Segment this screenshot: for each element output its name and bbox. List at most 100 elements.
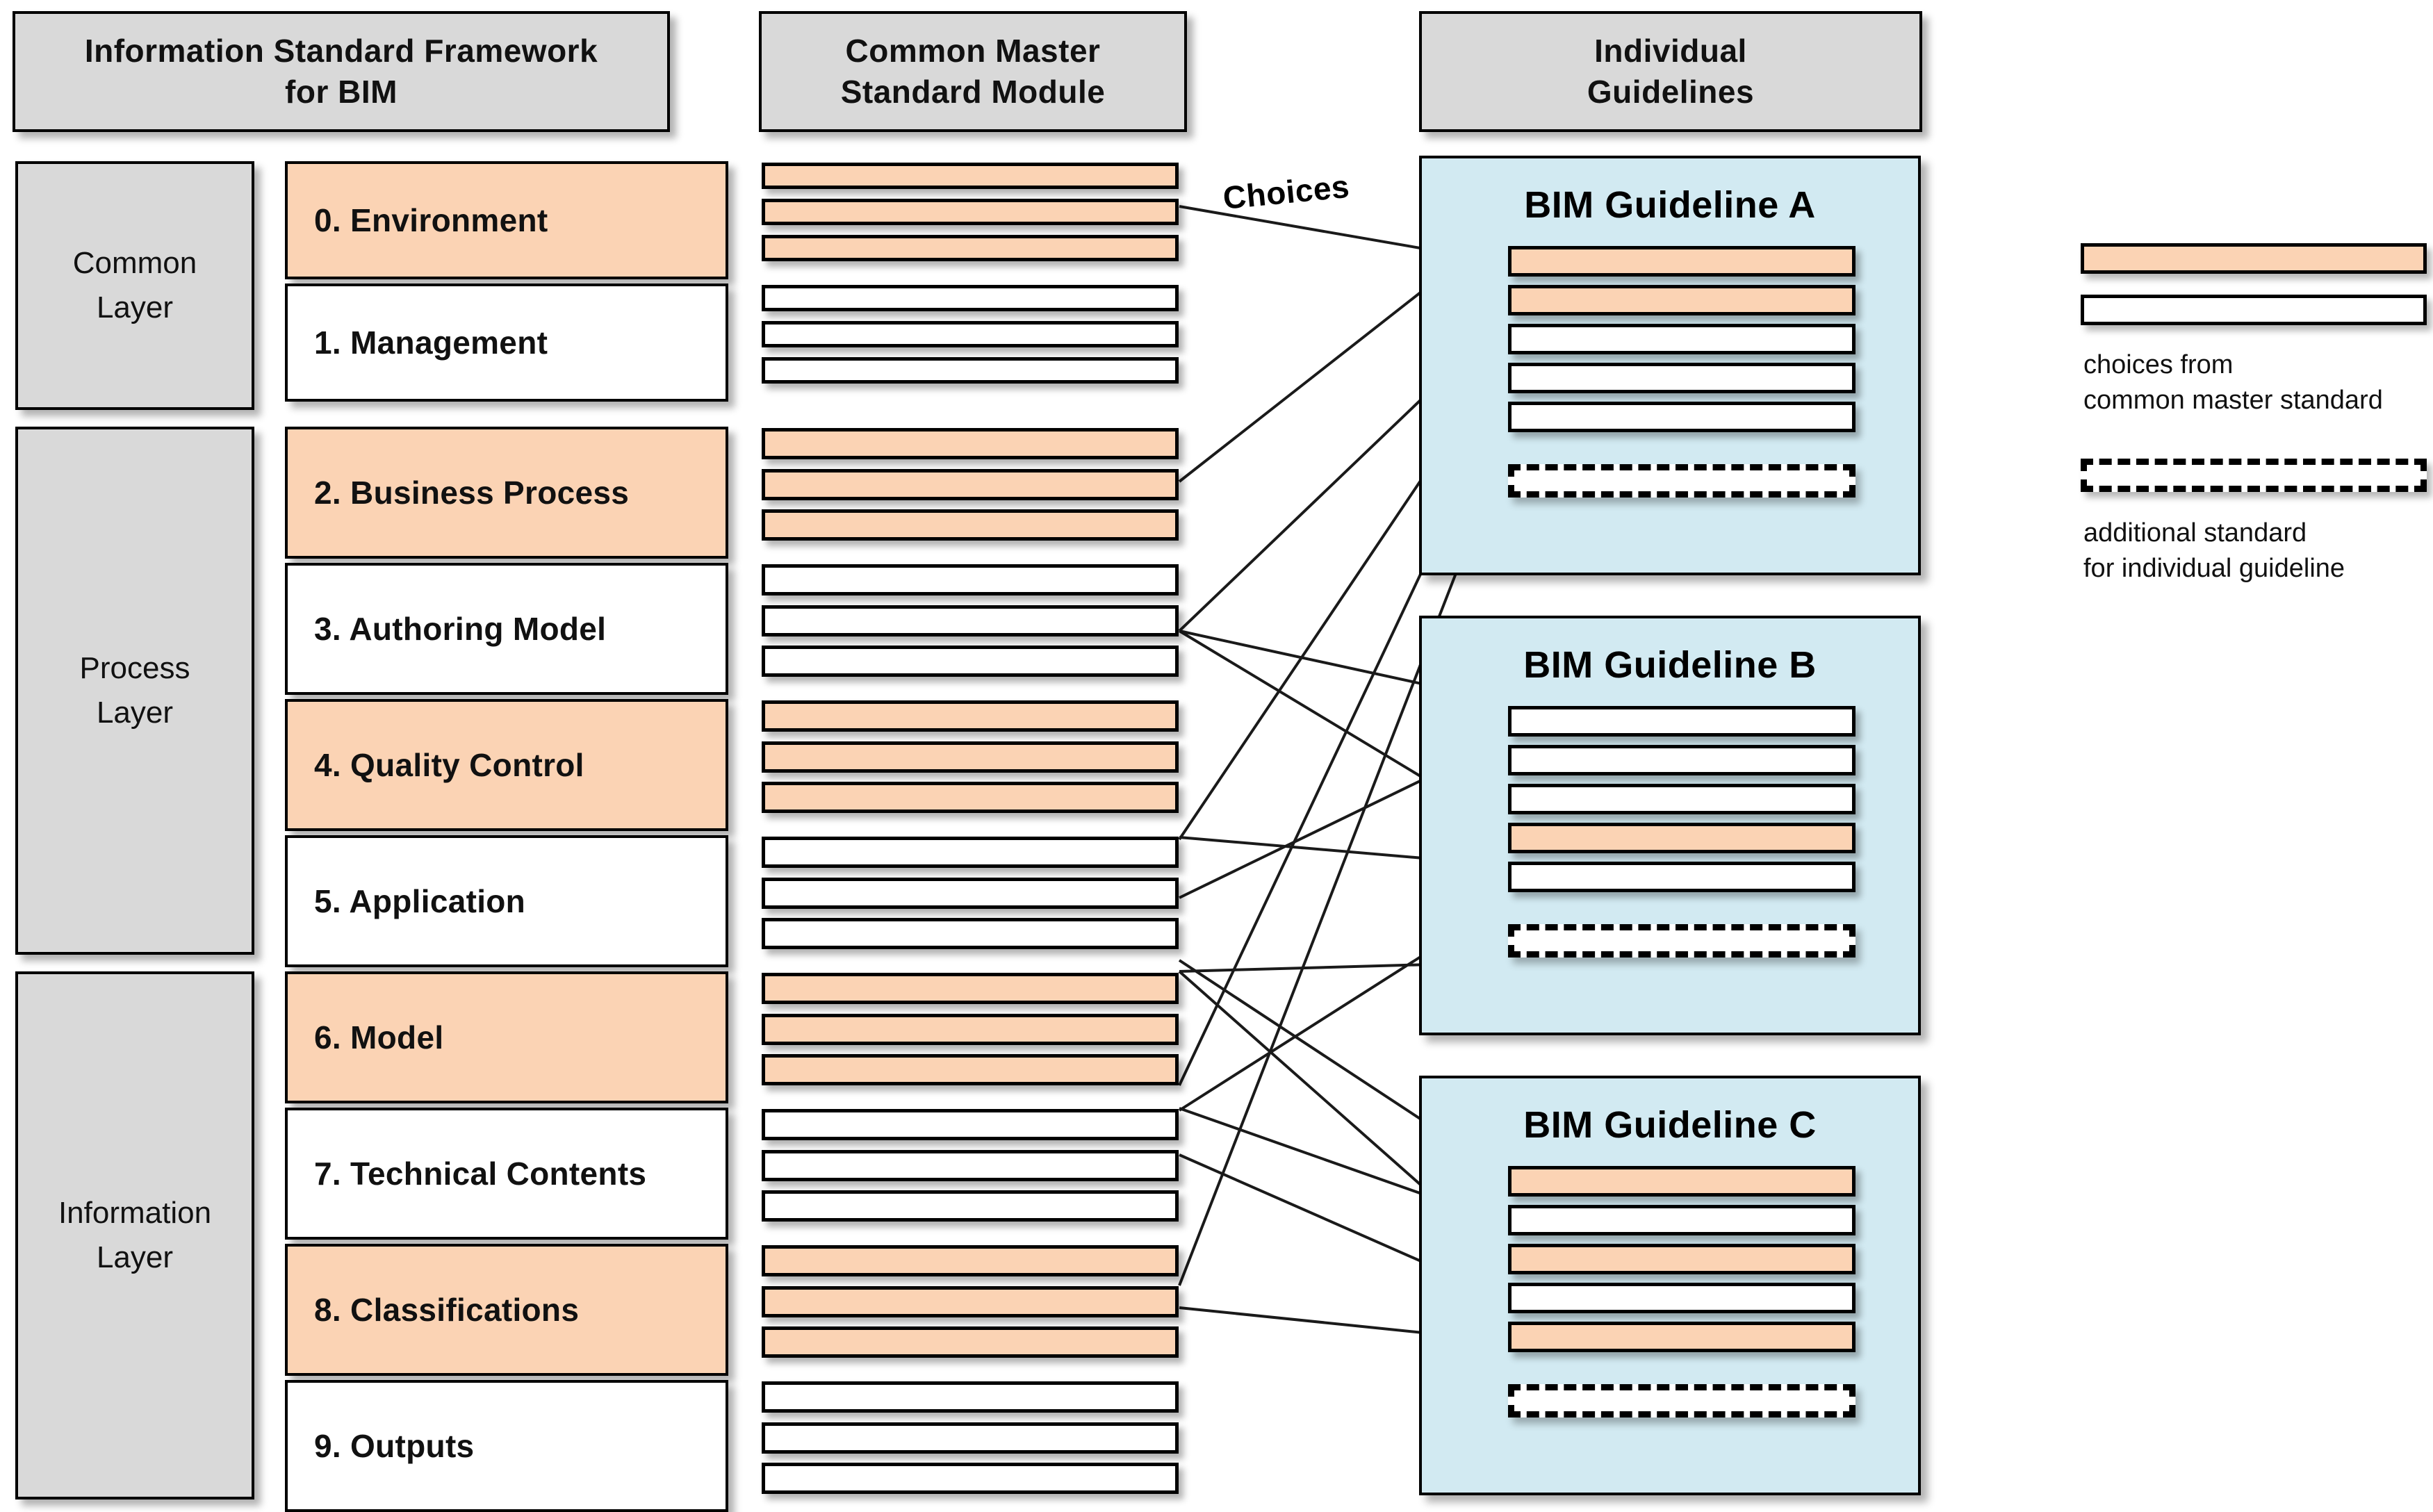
guideline-bar-2[interactable] [1508, 784, 1856, 814]
guideline-panel-2[interactable]: BIM Guideline C [1419, 1076, 1921, 1495]
guideline-bar-4[interactable] [1508, 862, 1856, 892]
layer-common-line2: Layer [96, 290, 174, 324]
header-individual-line1: Individual [1594, 33, 1747, 69]
guideline-additional-bar[interactable] [1508, 464, 1856, 498]
module-box-8[interactable]: 8. Classifications [285, 1244, 728, 1376]
master-standard-bar-17[interactable] [762, 918, 1179, 949]
module-label: 6. Model [314, 1019, 444, 1055]
guideline-bar-2[interactable] [1508, 324, 1856, 354]
guideline-bar-3[interactable] [1508, 1283, 1856, 1313]
master-standard-bar-28[interactable] [762, 1422, 1179, 1454]
guideline-title: BIM Guideline B [1523, 644, 1817, 686]
master-standard-bar-25[interactable] [762, 1286, 1179, 1317]
guideline-bar-0[interactable] [1508, 246, 1856, 277]
layer-process-line1: Process [79, 651, 190, 686]
master-standard-bar-2[interactable] [762, 235, 1179, 261]
master-standard-bar-9[interactable] [762, 564, 1179, 595]
master-standard-bar-20[interactable] [762, 1054, 1179, 1085]
header-individual-guidelines: Individual Guidelines [1419, 11, 1922, 132]
master-standard-bar-18[interactable] [762, 973, 1179, 1004]
guideline-title: BIM Guideline C [1523, 1104, 1817, 1146]
legend-swatch-selected [2081, 243, 2427, 274]
guideline-title: BIM Guideline A [1524, 184, 1816, 226]
module-label: 3. Authoring Model [314, 611, 607, 647]
layer-box-information: Information Layer [15, 971, 254, 1499]
master-standard-bar-26[interactable] [762, 1326, 1179, 1358]
guideline-bar-1[interactable] [1508, 1205, 1856, 1235]
master-standard-bar-27[interactable] [762, 1381, 1179, 1413]
legend-additional-line1: additional standard [2083, 518, 2307, 548]
layer-box-common: Common Layer [15, 161, 254, 410]
layer-information-line1: Information [58, 1196, 212, 1231]
layer-information-line2: Layer [96, 1240, 174, 1274]
module-label: 7. Technical Contents [314, 1156, 647, 1192]
guideline-bar-2[interactable] [1508, 1244, 1856, 1274]
master-standard-bar-3[interactable] [762, 285, 1179, 311]
guideline-bar-1[interactable] [1508, 285, 1856, 315]
header-framework: Information Standard Framework for BIM [13, 11, 670, 132]
module-box-6[interactable]: 6. Model [285, 971, 728, 1103]
master-standard-bar-12[interactable] [762, 700, 1179, 732]
master-standard-bar-5[interactable] [762, 357, 1179, 384]
header-framework-line1: Information Standard Framework [84, 33, 598, 69]
choices-label: Choices [1221, 167, 1352, 216]
module-label: 4. Quality Control [314, 747, 584, 783]
legend-choices-line1: choices from [2083, 350, 2234, 379]
header-master-standard: Common Master Standard Module [759, 11, 1187, 132]
module-label: 5. Application [314, 883, 526, 919]
layer-box-process: Process Layer [15, 427, 254, 955]
guideline-bar-0[interactable] [1508, 1166, 1856, 1197]
header-individual-line2: Guidelines [1587, 74, 1755, 110]
guideline-panel-0[interactable]: BIM Guideline A [1419, 156, 1921, 575]
master-standard-bar-15[interactable] [762, 837, 1179, 868]
master-standard-bar-6[interactable] [762, 428, 1179, 459]
module-box-3[interactable]: 3. Authoring Model [285, 563, 728, 695]
module-box-9[interactable]: 9. Outputs [285, 1380, 728, 1512]
master-standard-bar-8[interactable] [762, 509, 1179, 541]
module-box-2[interactable]: 2. Business Process [285, 427, 728, 559]
module-box-4[interactable]: 4. Quality Control [285, 699, 728, 831]
master-standard-bar-11[interactable] [762, 646, 1179, 677]
master-standard-bar-21[interactable] [762, 1109, 1179, 1140]
master-standard-bar-0[interactable] [762, 163, 1179, 189]
header-master-line2: Standard Module [840, 74, 1106, 110]
guideline-panel-1[interactable]: BIM Guideline B [1419, 616, 1921, 1035]
master-standard-bar-22[interactable] [762, 1150, 1179, 1181]
module-label: 1. Management [314, 324, 548, 361]
guideline-bar-0[interactable] [1508, 706, 1856, 737]
legend-swatch-plain [2081, 295, 2427, 325]
master-standard-bar-23[interactable] [762, 1190, 1179, 1222]
master-standard-bar-19[interactable] [762, 1014, 1179, 1045]
guideline-bar-3[interactable] [1508, 823, 1856, 853]
master-standard-bar-1[interactable] [762, 199, 1179, 225]
legend-choices-line2: common master standard [2083, 386, 2383, 416]
legend-text-additional: additional standard for individual guide… [2083, 516, 2433, 587]
master-standard-bar-7[interactable] [762, 469, 1179, 500]
module-label: 9. Outputs [314, 1428, 475, 1464]
layer-process-line2: Layer [96, 696, 174, 730]
master-standard-bar-29[interactable] [762, 1463, 1179, 1494]
legend-swatch-additional [2081, 459, 2427, 492]
header-framework-line2: for BIM [285, 74, 398, 110]
master-standard-bar-10[interactable] [762, 605, 1179, 636]
guideline-bar-1[interactable] [1508, 745, 1856, 775]
module-box-0[interactable]: 0. Environment [285, 161, 728, 279]
master-standard-bar-4[interactable] [762, 321, 1179, 347]
master-standard-bar-13[interactable] [762, 741, 1179, 773]
master-standard-bar-16[interactable] [762, 878, 1179, 909]
module-box-5[interactable]: 5. Application [285, 835, 728, 967]
guideline-bar-3[interactable] [1508, 363, 1856, 393]
guideline-additional-bar[interactable] [1508, 1384, 1856, 1418]
legend-text-choices: choices from common master standard [2083, 347, 2433, 419]
header-master-line1: Common Master [845, 33, 1101, 69]
module-label: 8. Classifications [314, 1292, 580, 1328]
master-standard-bar-14[interactable] [762, 782, 1179, 813]
guideline-additional-bar[interactable] [1508, 924, 1856, 958]
legend-additional-line2: for individual guideline [2083, 554, 2345, 584]
guideline-bar-4[interactable] [1508, 402, 1856, 432]
module-label: 2. Business Process [314, 475, 630, 511]
module-box-1[interactable]: 1. Management [285, 284, 728, 402]
master-standard-bar-24[interactable] [762, 1245, 1179, 1276]
guideline-bar-4[interactable] [1508, 1322, 1856, 1352]
module-box-7[interactable]: 7. Technical Contents [285, 1108, 728, 1240]
